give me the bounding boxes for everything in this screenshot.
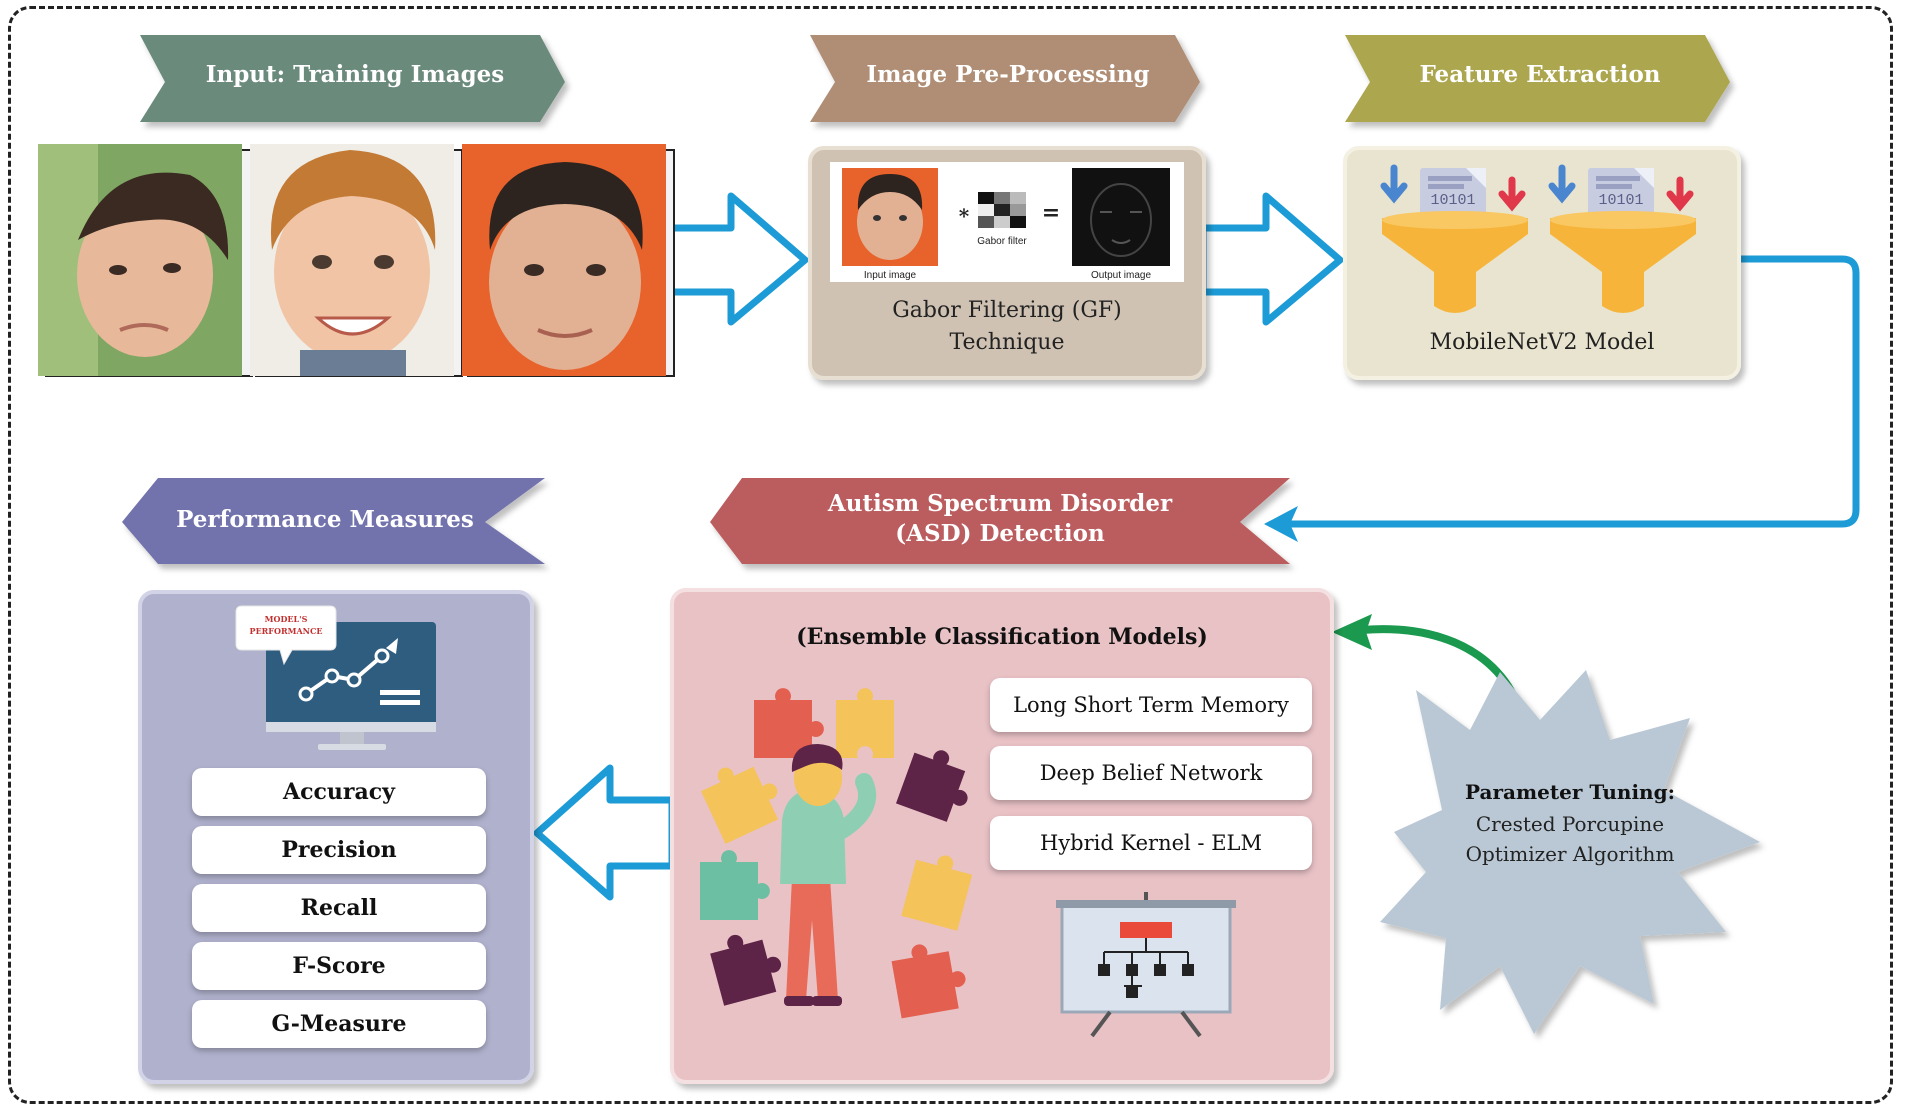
binary-text-right: 10101 [1598,192,1644,209]
model-lstm: Long Short Term Memory [990,678,1312,732]
gabor-label-line1: Gabor Filtering (GF) [892,298,1122,323]
arrow-ensemble-to-performance [533,764,676,901]
gabor-output-image [1072,168,1170,266]
output-image-caption: Output image [1090,270,1152,281]
banner-asd-label-line2: (ASD) Detection [895,520,1105,547]
tuning-line2: Crested Porcupine [1475,812,1665,836]
gabor-filter-kernel [978,192,1026,228]
banner-feature [1345,35,1730,122]
child-photo-1 [38,144,242,376]
gabor-label-line2: Technique [949,330,1065,355]
metric-fscore: F-Score [192,942,486,990]
metric-recall: Recall [192,884,486,932]
binary-text-left: 10101 [1430,192,1476,209]
gabor-input-image [842,168,938,266]
gabor-filter-caption: Gabor filter [977,236,1027,247]
mobilenet-label: MobileNetV2 Model [1429,330,1655,355]
model-dbn: Deep Belief Network [990,746,1312,800]
green-arrowhead [1332,614,1372,650]
performance-badge-line2: PERFORMANCE [249,626,323,636]
metric-accuracy: Accuracy [192,768,486,816]
child-photo-3 [462,144,666,376]
arrow-images-to-preprocessing [664,192,809,326]
banner-asd [710,478,1290,564]
metric-gmeasure: G-Measure [192,1000,486,1048]
model-hkelm: Hybrid Kernel - ELM [990,816,1312,870]
monitor-chart-icon [235,605,436,750]
ensemble-title: (Ensemble Classification Models) [796,624,1208,650]
tuning-line1: Parameter Tuning: [1465,780,1675,804]
child-photo-2 [250,144,454,376]
banner-input [140,35,565,122]
banner-performance [122,478,545,564]
banner-input-label: Input: Training Images [205,61,505,88]
connector-feature-to-asd [1290,255,1860,528]
funnel-icon-left [1380,164,1528,313]
thinking-person-illustration [780,744,877,1006]
banner-preprocessing [810,35,1200,122]
banner-preprocessing-label: Image Pre-Processing [866,61,1150,88]
funnel-icon-right [1548,164,1696,313]
banner-performance-label: Performance Measures [176,506,474,533]
puzzle-pieces [700,688,973,1019]
metric-precision: Precision [192,826,486,874]
tuning-line3: Optimizer Algorithm [1465,842,1675,866]
performance-badge-line1: MODEL'S [264,614,308,624]
connector-arrowhead [1264,506,1298,542]
banner-feature-label: Feature Extraction [1419,61,1661,88]
parameter-tuning-burst [1380,670,1760,1034]
arrow-preprocessing-to-feature [1199,192,1344,326]
equals-symbol: = [1041,200,1061,226]
multiply-symbol: * [958,204,970,228]
presentation-board-icon [1056,892,1236,1038]
dashed-border [8,6,1893,1104]
banner-asd-label-line1: Autism Spectrum Disorder [827,490,1173,517]
input-image-caption: Input image [863,270,917,281]
